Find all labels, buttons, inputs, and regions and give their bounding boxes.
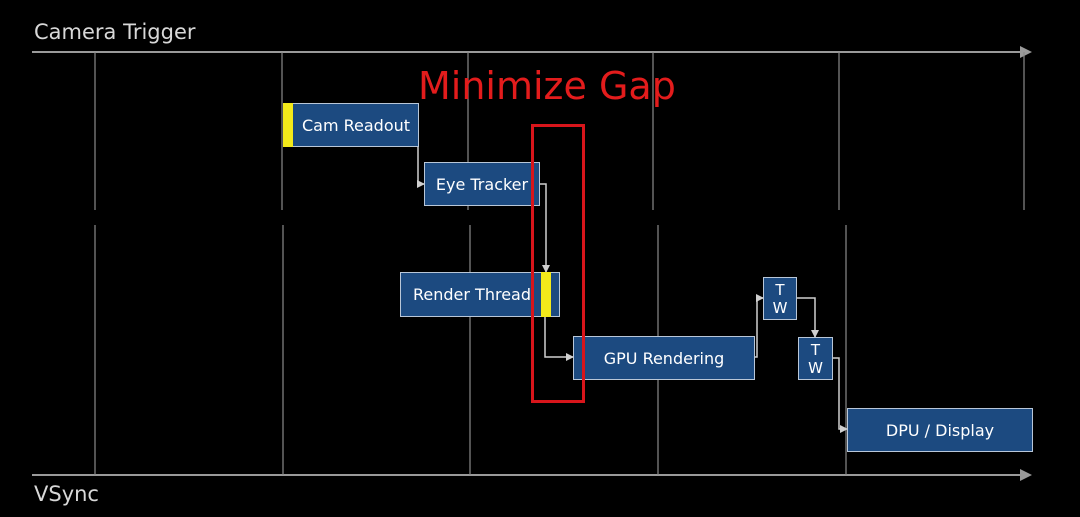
render-thread-marker bbox=[541, 272, 551, 317]
connector-render-to-gpu bbox=[544, 316, 574, 361]
connector-tw2-to-dpu bbox=[833, 357, 848, 433]
timewarp-block-1: T W bbox=[763, 277, 797, 320]
camera-trigger-label: Camera Trigger bbox=[34, 20, 196, 44]
vsync-axis-arrowhead bbox=[1020, 469, 1032, 481]
camera-trigger-axis-arrowhead bbox=[1020, 46, 1032, 58]
connector-gpu-to-tw1 bbox=[755, 294, 764, 358]
dpu-display-label: DPU / Display bbox=[885, 420, 995, 440]
connector-eye-to-render bbox=[539, 183, 550, 273]
timewarp-1-t-label: T bbox=[775, 280, 785, 299]
timewarp-1-w-label: W bbox=[772, 298, 788, 317]
timewarp-2-w-label: W bbox=[808, 358, 823, 377]
minimize-gap-highlight-box bbox=[531, 124, 585, 403]
cam-readout-label: Cam Readout bbox=[301, 115, 411, 135]
minimize-gap-label: Minimize Gap bbox=[418, 64, 676, 108]
timewarp-2-t-label: T bbox=[810, 340, 821, 359]
camera-trigger-ticks bbox=[94, 52, 1025, 210]
dpu-display-block: DPU / Display bbox=[847, 408, 1033, 452]
eye-tracker-label: Eye Tracker bbox=[435, 174, 529, 194]
eye-tracker-block: Eye Tracker bbox=[424, 162, 540, 206]
gpu-rendering-block: GPU Rendering bbox=[573, 336, 755, 380]
vsync-label: VSync bbox=[34, 482, 99, 506]
cam-readout-block: Cam Readout bbox=[283, 103, 419, 147]
cam-readout-marker bbox=[283, 103, 293, 147]
timewarp-block-2: T W bbox=[798, 337, 833, 380]
render-thread-label: Render Thread bbox=[413, 285, 531, 304]
connector-tw1-to-tw2 bbox=[797, 297, 819, 338]
gpu-rendering-label: GPU Rendering bbox=[603, 348, 725, 368]
